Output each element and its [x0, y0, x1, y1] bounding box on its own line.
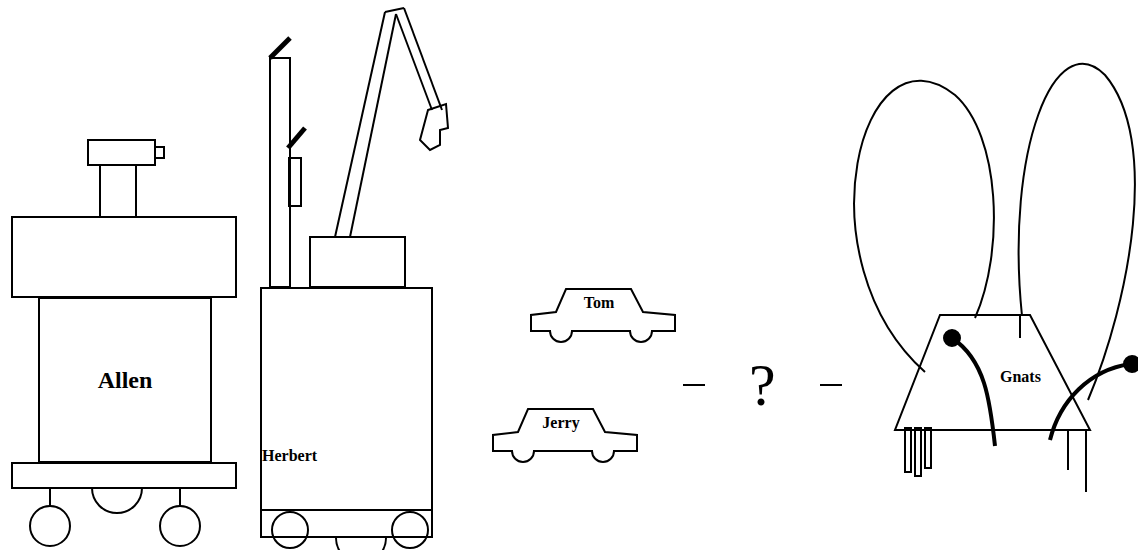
car-robot: Jerry — [490, 405, 640, 463]
robot-body: Herbert — [260, 287, 433, 538]
robot-name: Tom — [584, 294, 615, 312]
car-robot: Tom — [528, 285, 678, 343]
car-outline — [528, 285, 678, 343]
herbert-robot — [260, 8, 448, 550]
allen-robot — [12, 140, 236, 546]
dash — [820, 384, 842, 386]
robot-name: Gnats — [1000, 368, 1041, 386]
question-mark: ? — [749, 355, 776, 415]
gnat-outline — [880, 300, 1100, 480]
dash — [683, 384, 705, 386]
gnat-body: Gnats — [880, 300, 1100, 480]
robot-name: Jerry — [542, 414, 579, 432]
gnats-robot — [854, 64, 1138, 492]
car-outline — [490, 405, 640, 463]
robot-body: Allen — [38, 297, 212, 463]
robot-name: Herbert — [262, 447, 317, 465]
robot-name: Allen — [98, 367, 153, 393]
